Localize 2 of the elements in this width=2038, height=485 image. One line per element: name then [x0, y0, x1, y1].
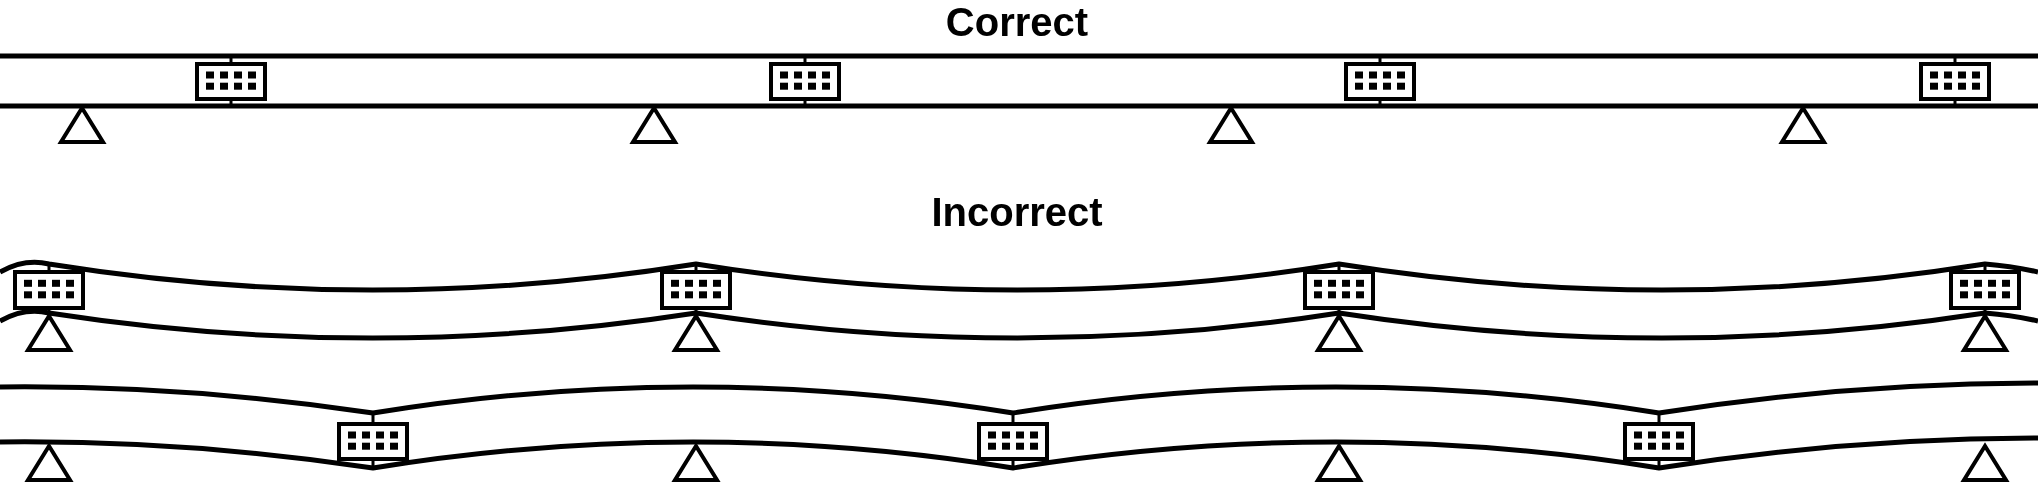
section-heading: Incorrect	[931, 190, 1103, 234]
section-heading: Correct	[945, 0, 1089, 44]
